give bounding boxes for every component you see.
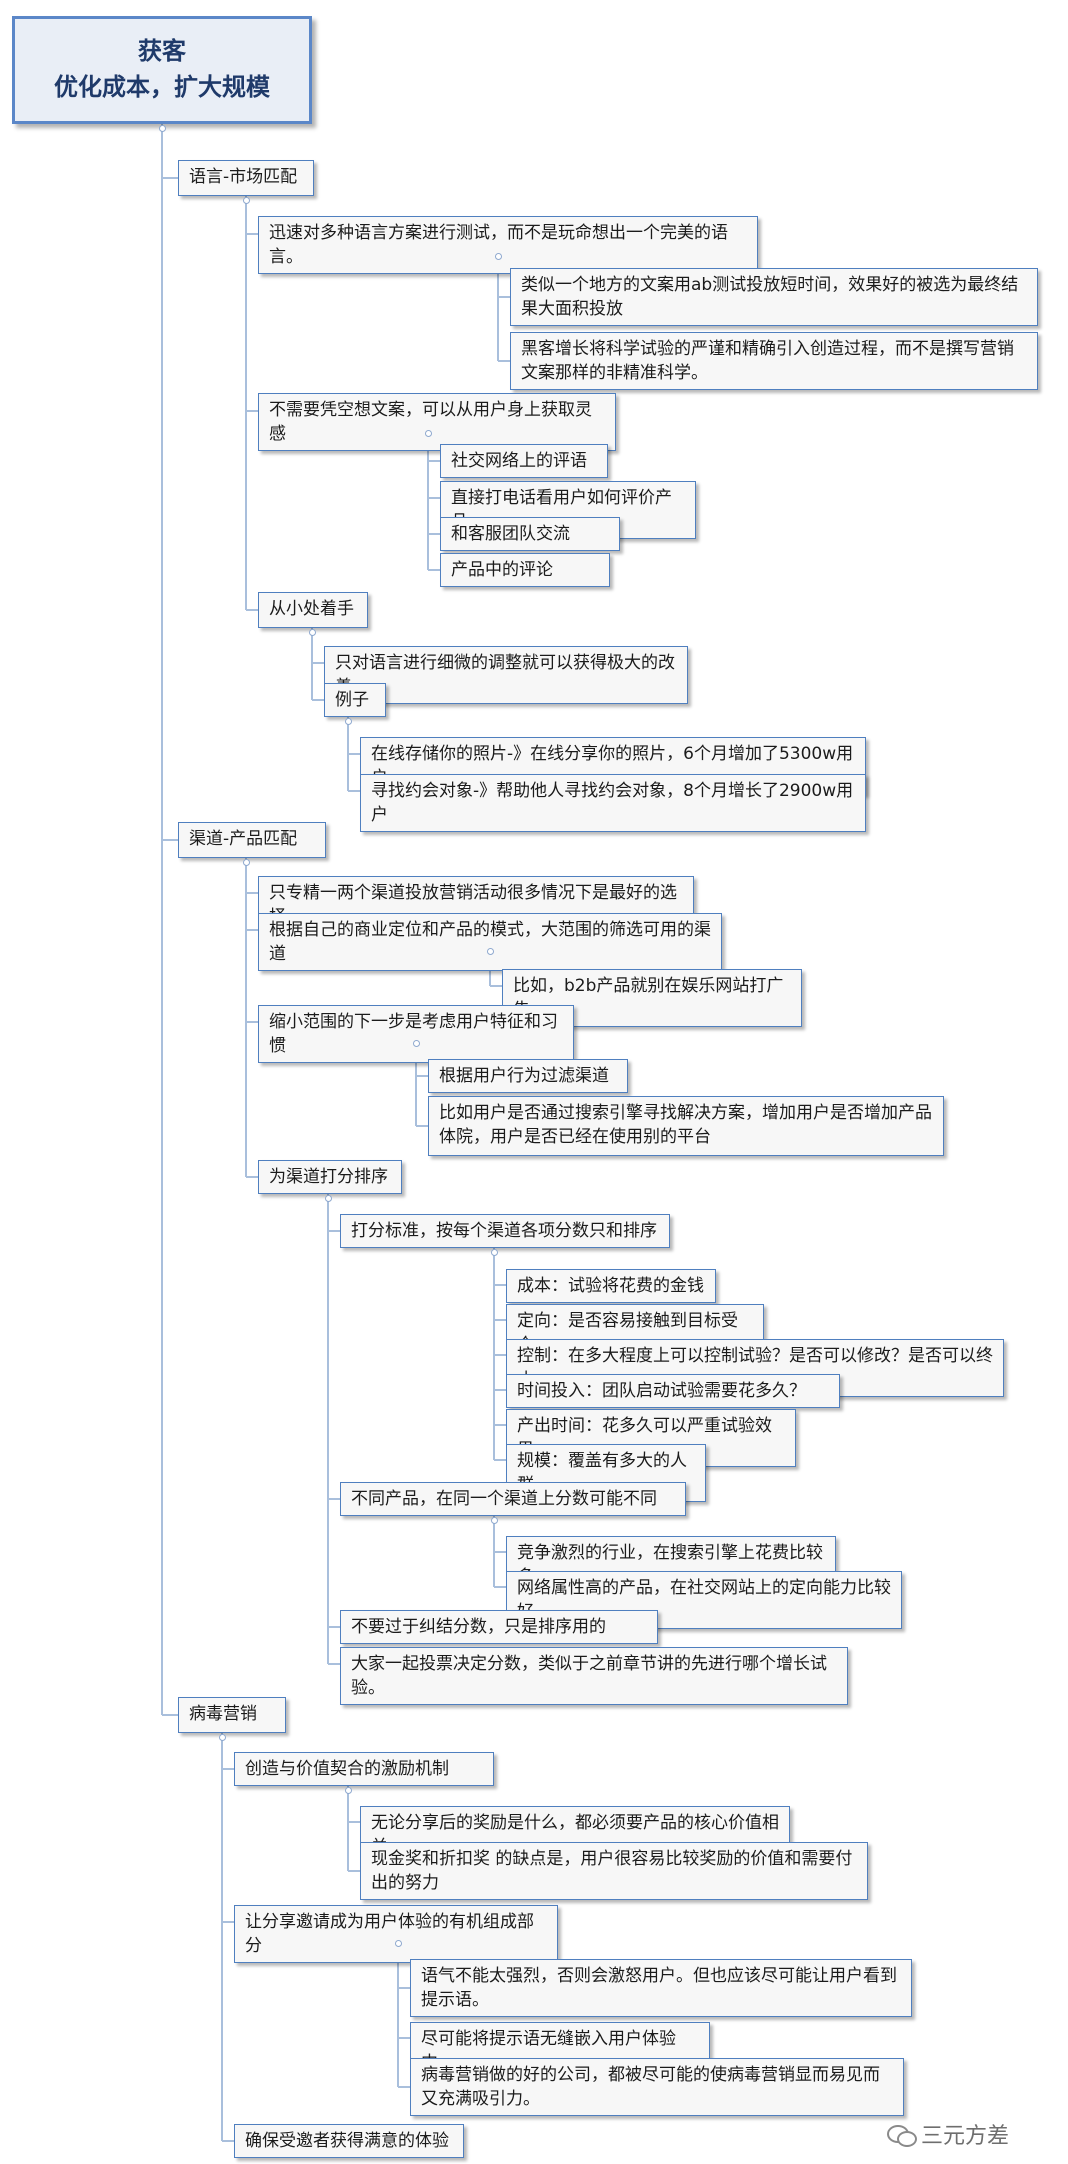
collapse-toggle-icon[interactable] xyxy=(309,629,316,636)
detail-support-team[interactable]: 和客服团队交流 xyxy=(440,517,620,551)
topic-start-small[interactable]: 从小处着手 xyxy=(258,592,368,628)
collapse-toggle-icon[interactable] xyxy=(345,718,352,725)
detail-search-usage[interactable]: 比如用户是否通过搜索引擎寻找解决方案，增加用户是否增加产品体院，用户是否已经在使… xyxy=(428,1096,944,1156)
collapse-toggle-icon[interactable] xyxy=(159,125,166,132)
collapse-toggle-icon[interactable] xyxy=(495,253,502,260)
collapse-toggle-icon[interactable] xyxy=(325,1195,332,1202)
section-channel-product-fit[interactable]: 渠道-产品匹配 xyxy=(178,822,326,858)
detail-product-differs[interactable]: 不同产品，在同一个渠道上分数可能不同 xyxy=(340,1482,686,1516)
detail-product-reviews[interactable]: 产品中的评论 xyxy=(440,553,610,587)
root-node[interactable]: 获客 优化成本，扩大规模 xyxy=(12,16,312,124)
collapse-toggle-icon[interactable] xyxy=(243,859,250,866)
detail-tone[interactable]: 语气不能太强烈，否则会激怒用户。但也应该尽可能让用户看到提示语。 xyxy=(410,1959,912,2017)
root-subtitle: 优化成本，扩大规模 xyxy=(54,73,270,101)
example-dating[interactable]: 寻找约会对象-》帮助他人寻找约会对象，8个月增长了2900w用户 xyxy=(360,774,866,832)
collapse-toggle-icon[interactable] xyxy=(219,1734,226,1741)
watermark: 三元方差 xyxy=(887,2118,1009,2150)
topic-incentives[interactable]: 创造与价值契合的激励机制 xyxy=(234,1752,494,1786)
topic-invitee-experience[interactable]: 确保受邀者获得满意的体验 xyxy=(234,2124,464,2158)
collapse-toggle-icon[interactable] xyxy=(425,430,432,437)
detail-ab-test[interactable]: 类似一个地方的文案用ab测试投放短时间，效果好的被选为最终结果大面积投放 xyxy=(510,268,1038,326)
detail-cash-discount-drawback[interactable]: 现金奖和折扣奖 的缺点是，用户很容易比较奖励的价值和需要付出的努力 xyxy=(360,1842,868,1900)
section-viral-marketing[interactable]: 病毒营销 xyxy=(178,1697,286,1733)
collapse-toggle-icon[interactable] xyxy=(345,1787,352,1794)
collapse-toggle-icon[interactable] xyxy=(491,1517,498,1524)
detail-scientific-rigor[interactable]: 黑客增长将科学试验的严谨和精确引入创造过程，而不是撰写营销文案那样的非精准科学。 xyxy=(510,332,1038,390)
detail-scoring-criteria[interactable]: 打分标准，按每个渠道各项分数只和排序 xyxy=(340,1214,670,1248)
detail-vote-scores[interactable]: 大家一起投票决定分数，类似于之前章节讲的先进行哪个增长试验。 xyxy=(340,1647,848,1705)
topic-language-testing[interactable]: 迅速对多种语言方案进行测试，而不是玩命想出一个完美的语言。 xyxy=(258,216,758,274)
detail-filter-behavior[interactable]: 根据用户行为过滤渠道 xyxy=(428,1059,628,1093)
watermark-text: 三元方差 xyxy=(921,2124,1010,2149)
collapse-toggle-icon[interactable] xyxy=(491,1249,498,1256)
criterion-time-input[interactable]: 时间投入：团队启动试验需要花多久？ xyxy=(506,1374,840,1408)
detail-social-comments[interactable]: 社交网络上的评语 xyxy=(440,444,608,478)
wechat-icon xyxy=(887,2123,917,2147)
detail-dont-obsess-scores[interactable]: 不要过于纠结分数，只是排序用的 xyxy=(340,1610,658,1644)
topic-screen-channels[interactable]: 根据自己的商业定位和产品的模式，大范围的筛选可用的渠道 xyxy=(258,913,722,971)
collapse-toggle-icon[interactable] xyxy=(487,948,494,955)
collapse-toggle-icon[interactable] xyxy=(243,197,250,204)
section-language-market-fit[interactable]: 语言-市场匹配 xyxy=(178,160,314,196)
topic-user-inspiration[interactable]: 不需要凭空想文案，可以从用户身上获取灵感 xyxy=(258,393,616,451)
detail-visible-viral[interactable]: 病毒营销做的好的公司，都被尽可能的使病毒营销显而易见而又充满吸引力。 xyxy=(410,2058,904,2116)
collapse-toggle-icon[interactable] xyxy=(395,1940,402,1947)
collapse-toggle-icon[interactable] xyxy=(413,1040,420,1047)
criterion-cost[interactable]: 成本：试验将花费的金钱 xyxy=(506,1269,716,1303)
root-title: 获客 xyxy=(138,37,186,65)
topic-narrow-scope[interactable]: 缩小范围的下一步是考虑用户特征和习惯 xyxy=(258,1005,574,1063)
topic-score-channels[interactable]: 为渠道打分排序 xyxy=(258,1160,402,1194)
detail-examples[interactable]: 例子 xyxy=(324,683,386,717)
topic-organic-sharing[interactable]: 让分享邀请成为用户体验的有机组成部分 xyxy=(234,1905,558,1963)
